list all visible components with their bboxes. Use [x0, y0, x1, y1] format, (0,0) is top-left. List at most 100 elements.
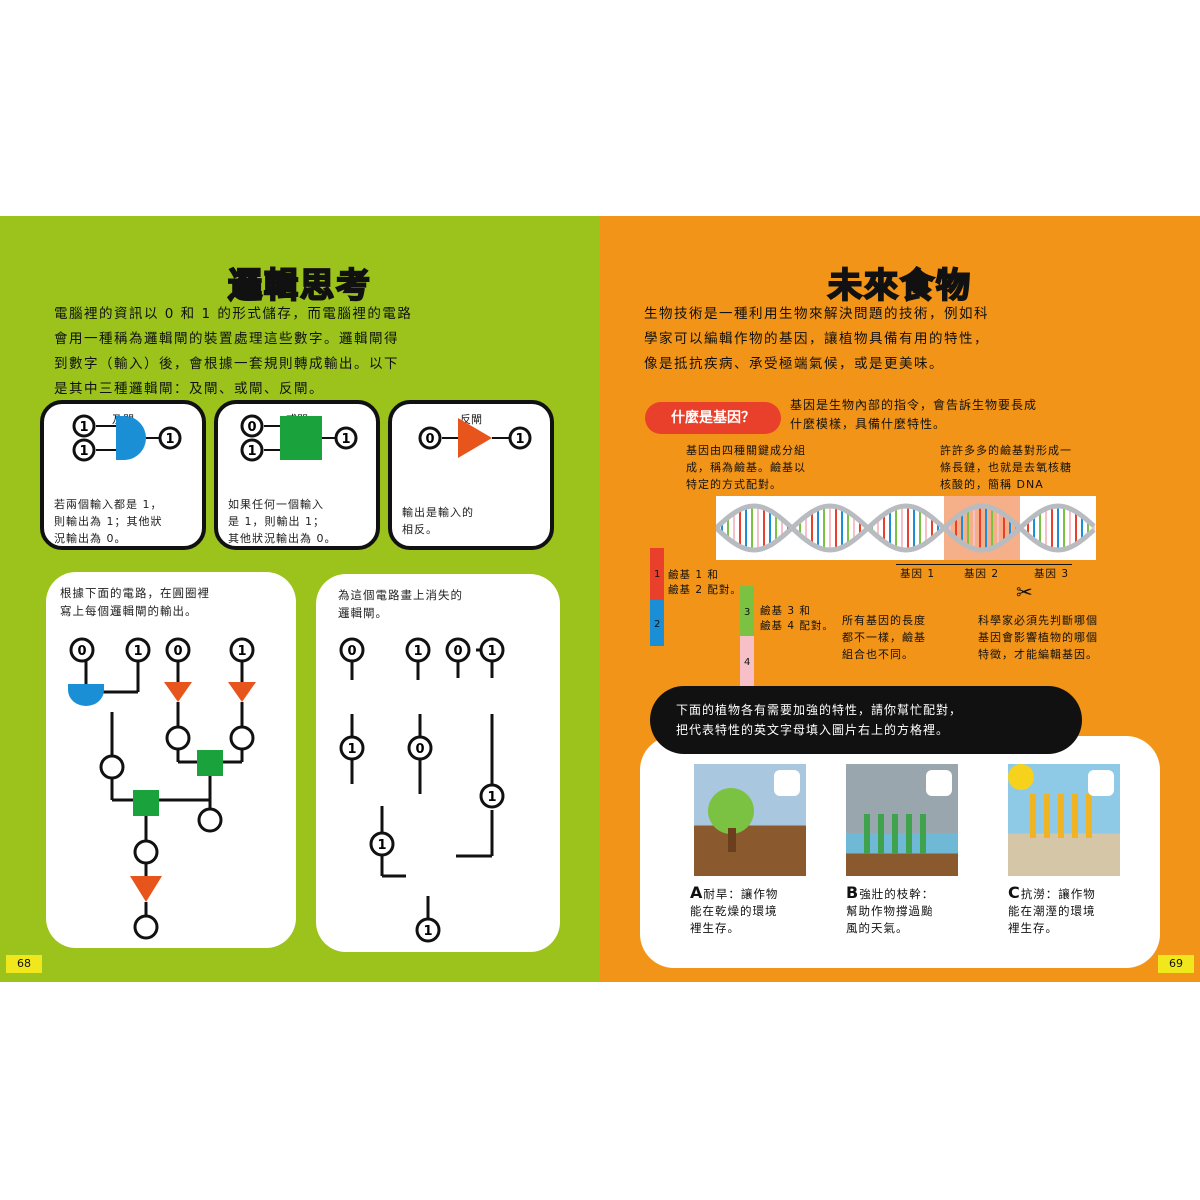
note-line: 鹼基 1 和 — [668, 569, 719, 581]
trait-line: 耐旱：讓作物 — [703, 887, 779, 901]
gate-output: 1 — [165, 432, 174, 447]
trait-letter: C — [1008, 883, 1021, 902]
puzzle-input: 0 — [173, 644, 182, 659]
note-line: 核酸的，簡稱 DNA — [940, 478, 1044, 491]
note-scientist: 科學家必須先判斷哪個 基因會影響植物的哪個 特徵，才能編輯基因。 — [978, 612, 1098, 663]
intro-line: 會用一種稱為邏輯閘的裝置處理這些數字。邏輯閘得 — [54, 331, 399, 347]
note-line: 許許多多的鹼基對形成一 — [940, 444, 1072, 457]
note-line: 基因由四種關鍵成分組 — [686, 444, 806, 457]
gate-desc: 若兩個輸入都是 1， 則輸出為 1；其他狀 況輸出為 0。 — [54, 496, 163, 547]
intro-line: 電腦裡的資訊以 0 和 1 的形式儲存，而電腦裡的電路 — [54, 306, 413, 322]
note-line: 特定的方式配對。 — [686, 478, 782, 491]
gene-label-3: 基因 3 — [1034, 568, 1070, 580]
left-intro: 電腦裡的資訊以 0 和 1 的形式儲存，而電腦裡的電路 會用一種稱為邏輯閘的裝置… — [54, 302, 412, 402]
typhoon-plant-picture — [846, 764, 958, 876]
dna-strip — [716, 496, 1096, 560]
gate-input: 1 — [247, 444, 256, 459]
intro-line: 像是抵抗疾病、承受極端氣候，或是更美味。 — [644, 356, 944, 372]
puzzle-input: 0 — [453, 644, 462, 659]
instruction-line: 邏輯閘。 — [338, 606, 388, 620]
circuit-puzzle-1: 根據下面的電路，在圓圈裡 寫上每個邏輯閘的輸出。 — [46, 572, 296, 948]
sun-icon — [1008, 764, 1034, 790]
puzzle2-instructions: 為這個電路畫上消失的 邏輯閘。 — [338, 586, 463, 622]
puzzle-input: 0 — [347, 644, 356, 659]
gate-input: 0 — [247, 420, 256, 435]
trait-line: 強壯的枝幹： — [859, 887, 935, 901]
base-2-block — [650, 600, 664, 646]
answer-checkbox[interactable] — [1088, 770, 1114, 796]
instruction-line: 為這個電路畫上消失的 — [338, 588, 463, 602]
trait-c: C抗澇：讓作物 能在潮溼的環境 裡生存。 — [1008, 884, 1096, 937]
puzzle-output: 1 — [423, 924, 432, 939]
not-gate-shape — [458, 418, 492, 458]
intro-line: 生物技術是一種利用生物來解決問題的技術，例如科 — [644, 306, 989, 322]
note-line: 特徵，才能編輯基因。 — [978, 648, 1098, 661]
base-4-block — [740, 636, 754, 686]
note-line: 鹼基 2 配對。 — [668, 584, 742, 596]
note-line: 條長鏈，也就是去氧核糖 — [940, 461, 1072, 474]
dna-helix — [716, 503, 1096, 553]
trait-line: 抗澇：讓作物 — [1020, 887, 1096, 901]
and-gate-shape — [116, 416, 146, 460]
or-gate-diagram: 0 1 1 — [240, 414, 358, 462]
base-number: 4 — [744, 657, 752, 668]
gene-question-badge: 什麼是基因？ — [645, 402, 781, 434]
puzzle-mid: 1 — [347, 742, 356, 757]
note-line: 所有基因的長度 — [842, 614, 926, 627]
instruction-line: 根據下面的電路，在圓圈裡 — [60, 586, 210, 600]
trait-line: 能在潮溼的環境 — [1008, 904, 1096, 918]
answer-checkbox[interactable] — [774, 770, 800, 796]
page-number-right: 69 — [1158, 955, 1194, 973]
instruction-line: 寫上每個邏輯閘的輸出。 — [60, 604, 198, 618]
puzzle1-instructions: 根據下面的電路，在圓圈裡 寫上每個邏輯閘的輸出。 — [60, 584, 210, 620]
desc-line: 其他狀況輸出為 0。 — [228, 532, 337, 545]
trait-line: 裡生存。 — [1008, 921, 1058, 935]
flood-plant-picture — [1008, 764, 1120, 876]
puzzle-mid: 0 — [415, 742, 424, 757]
intro-line: 學家可以編輯作物的基因，讓植物具備有用的特性， — [644, 331, 989, 347]
gate-output: 1 — [341, 432, 350, 447]
puzzle-input: 1 — [237, 644, 246, 659]
gate-output: 1 — [515, 432, 524, 447]
puzzle-input: 0 — [77, 644, 86, 659]
circuit-puzzle-2: 為這個電路畫上消失的 邏輯閘。 — [316, 574, 560, 952]
and-gate-diagram: 1 1 1 — [72, 414, 182, 462]
note-line: 都不一樣，鹼基 — [842, 631, 926, 644]
tree-trunk — [728, 828, 736, 852]
desc-line: 如果任何一個輸入 — [228, 498, 324, 511]
dna-backbone — [716, 503, 1096, 553]
right-intro: 生物技術是一種利用生物來解決問題的技術，例如科 學家可以編輯作物的基因，讓植物具… — [644, 302, 989, 377]
note-line: 組合也不同。 — [842, 648, 914, 661]
desc-line: 輸出是輸入的 — [402, 506, 474, 519]
puzzle2-circuit: 0 1 0 1 1 0 1 1 1 — [339, 637, 505, 943]
trait-line: 能在乾燥的環境 — [690, 904, 778, 918]
or-gate-card: 或閘 0 1 1 如果任何一個輸入 是 1，則輸出 1； 其他狀況輸出為 0。 — [214, 400, 380, 550]
and-gate-card: 及閘 1 1 1 若兩個輸入都是 1， 則輸出為 1；其他狀 況輸出為 0。 — [40, 400, 206, 550]
banner-line: 下面的植物各有需要加強的特性，請你幫忙配對， — [676, 703, 963, 717]
drought-plant-picture — [694, 764, 806, 876]
gate-input: 0 — [425, 432, 434, 447]
desc-line: 則輸出為 1；其他狀 — [54, 515, 163, 528]
base-number: 3 — [744, 607, 752, 618]
right-title: 未來食物 — [827, 265, 972, 307]
base-pair-note-2: 鹼基 3 和 鹼基 4 配對。 — [760, 604, 834, 634]
not-gate-card: 反閘 0 1 輸出是輸入的 相反。 — [388, 400, 554, 550]
or-gate-shape — [280, 416, 322, 460]
note-bases: 基因由四種關鍵成分組 成，稱為鹼基。鹼基以 特定的方式配對。 — [686, 442, 806, 493]
trait-letter: A — [690, 883, 704, 902]
base-1-block — [650, 548, 664, 600]
def-line: 什麼模樣，具備什麼特性。 — [790, 417, 947, 431]
gate-desc: 如果任何一個輸入 是 1，則輸出 1； 其他狀況輸出為 0。 — [228, 496, 337, 547]
gate-desc: 輸出是輸入的 相反。 — [402, 504, 474, 538]
note-gene-length: 所有基因的長度 都不一樣，鹼基 組合也不同。 — [842, 612, 926, 663]
answer-checkbox[interactable] — [926, 770, 952, 796]
desc-line: 是 1，則輸出 1； — [228, 515, 325, 528]
scissors-icon: ✂ — [1016, 580, 1034, 604]
note-line: 科學家必須先判斷哪個 — [978, 614, 1098, 627]
puzzle-mid: 1 — [377, 838, 386, 853]
trait-a: A耐旱：讓作物 能在乾燥的環境 裡生存。 — [690, 884, 778, 937]
tree-crown — [708, 788, 754, 834]
gate-input: 1 — [79, 444, 88, 459]
note-line: 基因會影響植物的哪個 — [978, 631, 1098, 644]
puzzle1-circuit: 0 1 0 1 — [68, 637, 256, 940]
